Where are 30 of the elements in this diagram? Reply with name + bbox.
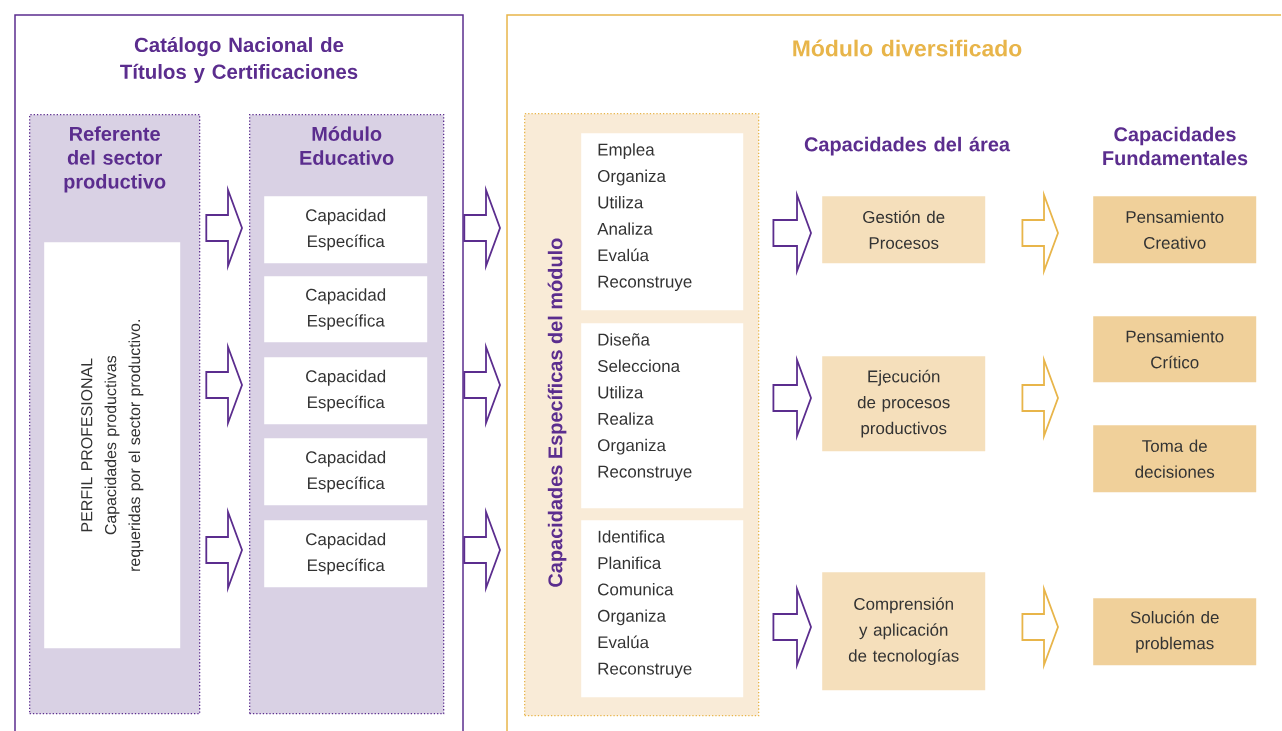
block-arrow — [463, 342, 501, 428]
block-arrow — [1021, 355, 1059, 441]
capacity-box: Solución de problemas — [1093, 598, 1257, 666]
area-box: Ejecución de procesos productivos — [822, 356, 986, 452]
capacity-box: Capacidad Específica — [264, 357, 428, 425]
area-box: Gestión de Procesos — [822, 196, 986, 264]
profile-box: PERFIL PROFESIONAL Capacidades productivas requeridas por el sector productivo. — [44, 242, 181, 649]
verb-list-box: Diseña Selecciona Utiliza Realiza Organiza Reconstruye — [581, 323, 744, 509]
verb-list-box: Emplea Organiza Utiliza Analiza Evalúa Reconstruye — [581, 133, 744, 311]
block-arrow — [772, 584, 812, 671]
block-arrow — [205, 507, 243, 594]
capacity-box: Capacidad Específica — [264, 196, 428, 264]
verb-list-box: Identifica Planifica Comunica Organiza Evalúa Reconstruye — [581, 520, 744, 698]
capacity-box: Toma de decisiones — [1093, 425, 1257, 493]
block-arrow — [463, 185, 501, 271]
block-arrow — [205, 185, 243, 271]
column-heading: Capacidades Fundamentales — [1103, 126, 1248, 166]
block-arrow — [772, 355, 812, 441]
block-arrow — [463, 507, 501, 594]
block-arrow — [772, 190, 812, 276]
capacity-box: Capacidad Específica — [264, 520, 428, 588]
column-heading: Capacidades del área — [804, 136, 1011, 156]
block-arrow — [1021, 584, 1059, 671]
capacity-box: Capacidad Específica — [264, 438, 428, 506]
area-box: Comprensión y aplicación de tecnologías — [822, 572, 986, 691]
block-arrow — [1021, 190, 1059, 276]
capacity-box: Pensamiento Crítico — [1093, 316, 1257, 383]
capacity-box: Pensamiento Creativo — [1093, 196, 1257, 264]
capacity-box: Capacidad Específica — [264, 276, 428, 343]
block-arrow — [205, 342, 243, 428]
